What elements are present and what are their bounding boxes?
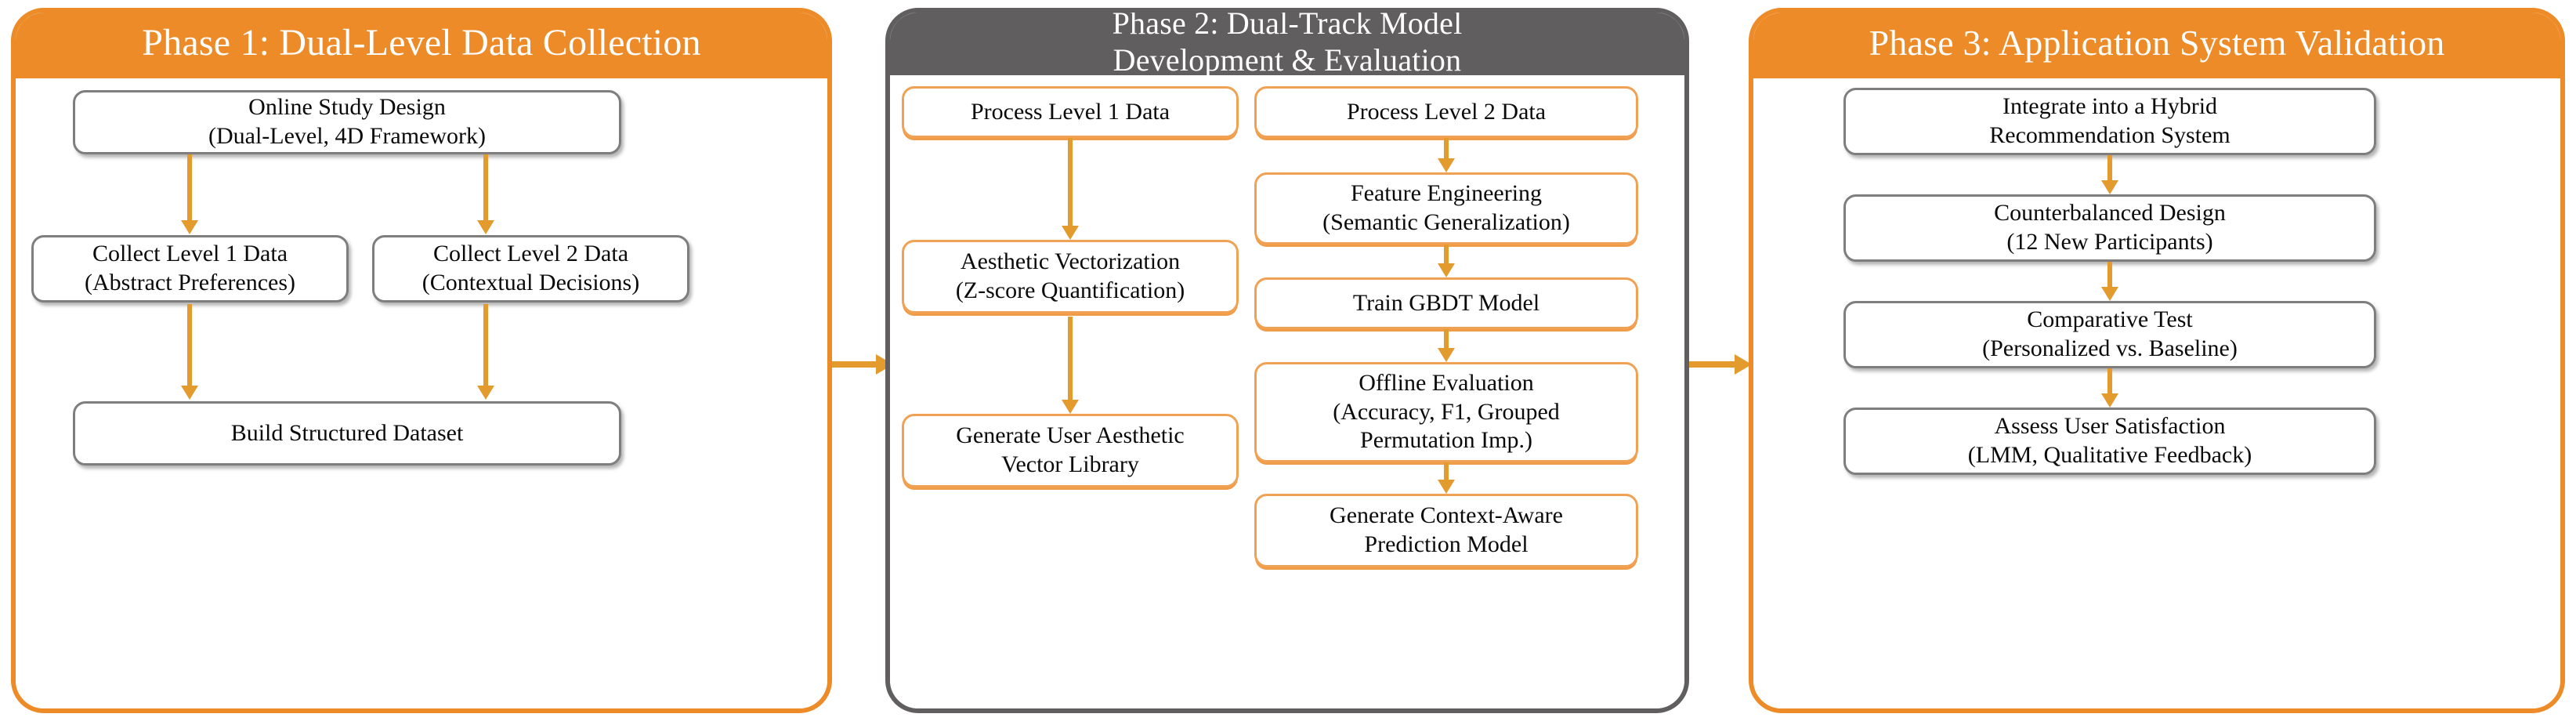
phase-2-header: Phase 2: Dual-Track Model Development & … xyxy=(890,13,1684,78)
node-online-study-design[interactable]: Online Study Design (Dual-Level, 4D Fram… xyxy=(73,90,621,154)
node-train-gbdt-model[interactable]: Train GBDT Model xyxy=(1254,277,1638,329)
node-process-level-1-data[interactable]: Process Level 1 Data xyxy=(902,86,1239,138)
node-integrate-hybrid-recommendation-system[interactable]: Integrate into a Hybrid Recommendation S… xyxy=(1843,88,2376,155)
phase-1-header: Phase 1: Dual-Level Data Collection xyxy=(16,13,827,78)
phase-1-panel: Phase 1: Dual-Level Data Collection Onli… xyxy=(11,8,832,713)
phase-3-header: Phase 3: Application System Validation xyxy=(1753,13,2560,78)
node-collect-level-1[interactable]: Collect Level 1 Data (Abstract Preferenc… xyxy=(31,235,349,303)
phase-2-body: Process Level 1 Data Aesthetic Vectoriza… xyxy=(890,75,1684,708)
node-process-level-2-data[interactable]: Process Level 2 Data xyxy=(1254,86,1638,138)
phase-1-body: Online Study Design (Dual-Level, 4D Fram… xyxy=(16,78,827,708)
node-comparative-test[interactable]: Comparative Test (Personalized vs. Basel… xyxy=(1843,301,2376,368)
phase-2-panel: Phase 2: Dual-Track Model Development & … xyxy=(885,8,1689,713)
node-generate-user-aesthetic-vector-library[interactable]: Generate User Aesthetic Vector Library xyxy=(902,414,1239,487)
node-generate-context-aware-prediction-model[interactable]: Generate Context-Aware Prediction Model xyxy=(1254,494,1638,567)
node-aesthetic-vectorization[interactable]: Aesthetic Vectorization (Z-score Quantif… xyxy=(902,240,1239,313)
node-feature-engineering[interactable]: Feature Engineering (Semantic Generaliza… xyxy=(1254,172,1638,245)
node-counterbalanced-design[interactable]: Counterbalanced Design (12 New Participa… xyxy=(1843,194,2376,262)
node-assess-user-satisfaction[interactable]: Assess User Satisfaction (LMM, Qualitati… xyxy=(1843,408,2376,475)
node-offline-evaluation[interactable]: Offline Evaluation (Accuracy, F1, Groupe… xyxy=(1254,362,1638,462)
node-collect-level-2[interactable]: Collect Level 2 Data (Contextual Decisio… xyxy=(372,235,689,303)
phase-3-panel: Phase 3: Application System Validation I… xyxy=(1749,8,2565,713)
node-build-structured-dataset[interactable]: Build Structured Dataset xyxy=(73,401,621,466)
phase-3-body: Integrate into a Hybrid Recommendation S… xyxy=(1753,78,2560,708)
